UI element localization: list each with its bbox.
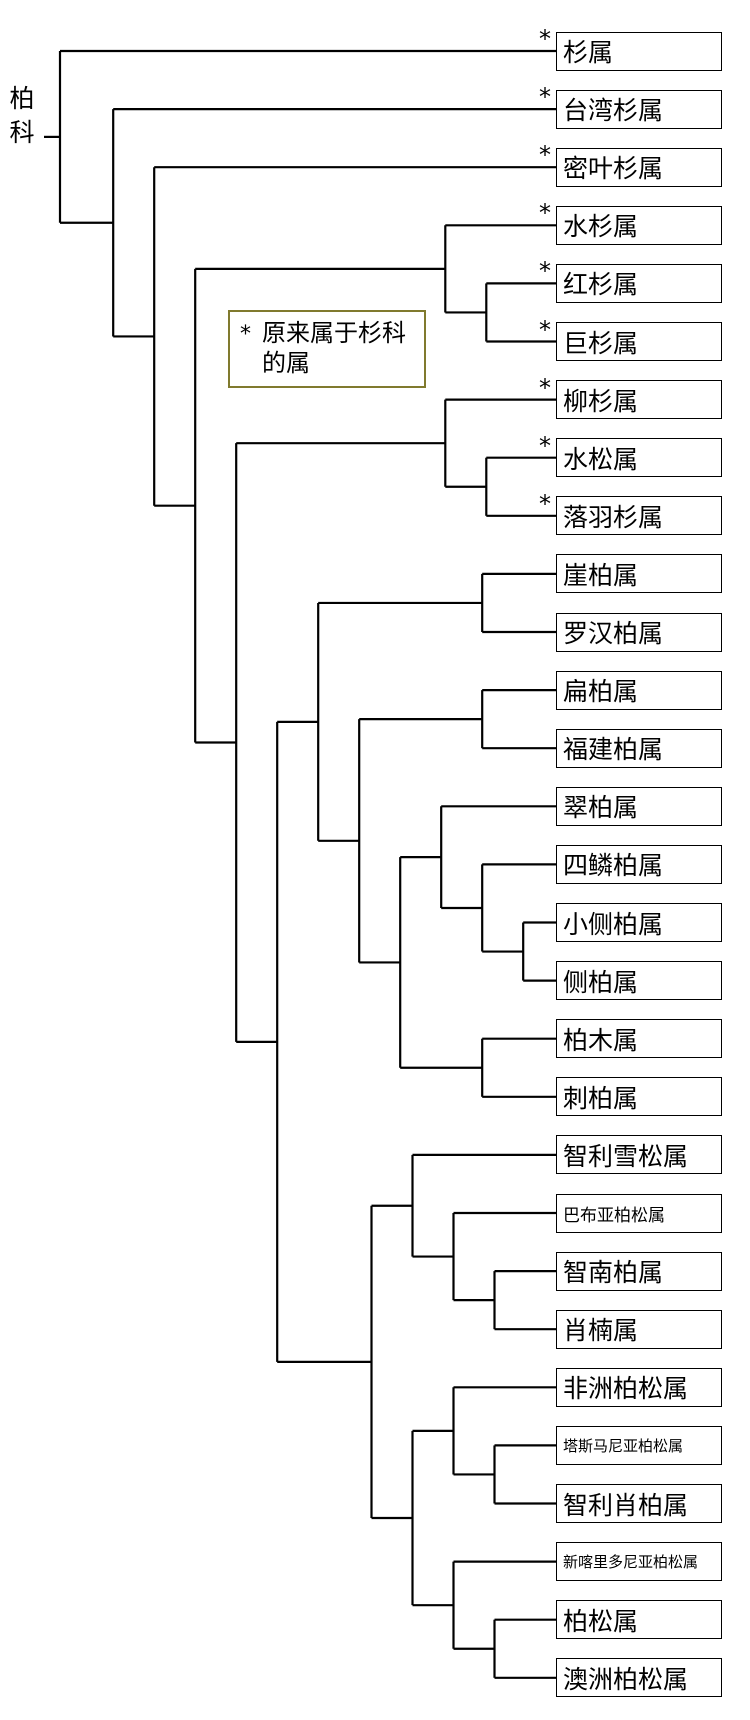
genus-box: 巴布亚柏松属 <box>556 1193 722 1233</box>
taxodiaceae-star-marker: * <box>539 141 551 170</box>
genus-box: 水松属 <box>556 438 722 478</box>
legend-star: * <box>240 322 251 347</box>
genus-box: 刺柏属 <box>556 1077 722 1117</box>
genus-box: 柏木属 <box>556 1019 722 1059</box>
genus-box: 密叶杉属 <box>556 147 722 187</box>
taxodiaceae-star-marker: * <box>539 315 551 344</box>
genus-box: 四鳞柏属 <box>556 844 722 884</box>
genus-box: 肖楠属 <box>556 1309 722 1349</box>
genus-box: 水杉属 <box>556 205 722 245</box>
genus-box: 智利肖柏属 <box>556 1484 722 1523</box>
taxodiaceae-star-marker: * <box>539 25 551 53</box>
taxodiaceae-star-marker: * <box>539 199 551 228</box>
genus-box: 柏松属 <box>556 1600 722 1640</box>
legend-text: 原来属于杉科的属 <box>262 319 406 377</box>
taxodiaceae-star-marker: * <box>539 83 551 112</box>
legend-box: * 原来属于杉科的属 <box>228 310 426 388</box>
genus-box: 崖柏属 <box>556 554 722 594</box>
genus-box: 杉属 <box>556 31 722 71</box>
taxodiaceae-star-marker: * <box>539 489 551 518</box>
root-label: 柏科 <box>9 84 35 147</box>
taxodiaceae-star-marker: * <box>539 257 551 286</box>
genus-box: 罗汉柏属 <box>556 612 722 652</box>
taxodiaceae-star-marker: * <box>539 431 551 460</box>
genus-box: 澳洲柏松属 <box>556 1658 722 1698</box>
genus-box: 巨杉属 <box>556 322 722 361</box>
genus-box: 非洲柏松属 <box>556 1367 722 1407</box>
genus-box: 智南柏属 <box>556 1251 722 1291</box>
genus-box: 福建柏属 <box>556 728 722 768</box>
genus-box: 柳杉属 <box>556 380 722 420</box>
genus-box: 红杉属 <box>556 263 722 303</box>
genus-box: 塔斯马尼亚柏松属 <box>556 1425 722 1465</box>
genus-box: 翠柏属 <box>556 786 722 826</box>
taxodiaceae-star-marker: * <box>539 373 551 402</box>
genus-box: 落羽杉属 <box>556 496 722 536</box>
genus-box: 智利雪松属 <box>556 1135 722 1175</box>
genus-box: 新喀里多尼亚柏松属 <box>556 1542 722 1582</box>
genus-box: 台湾杉属 <box>556 89 722 129</box>
genus-box: 小侧柏属 <box>556 903 722 942</box>
genus-box: 扁柏属 <box>556 670 722 710</box>
genus-box: 侧柏属 <box>556 961 722 1001</box>
